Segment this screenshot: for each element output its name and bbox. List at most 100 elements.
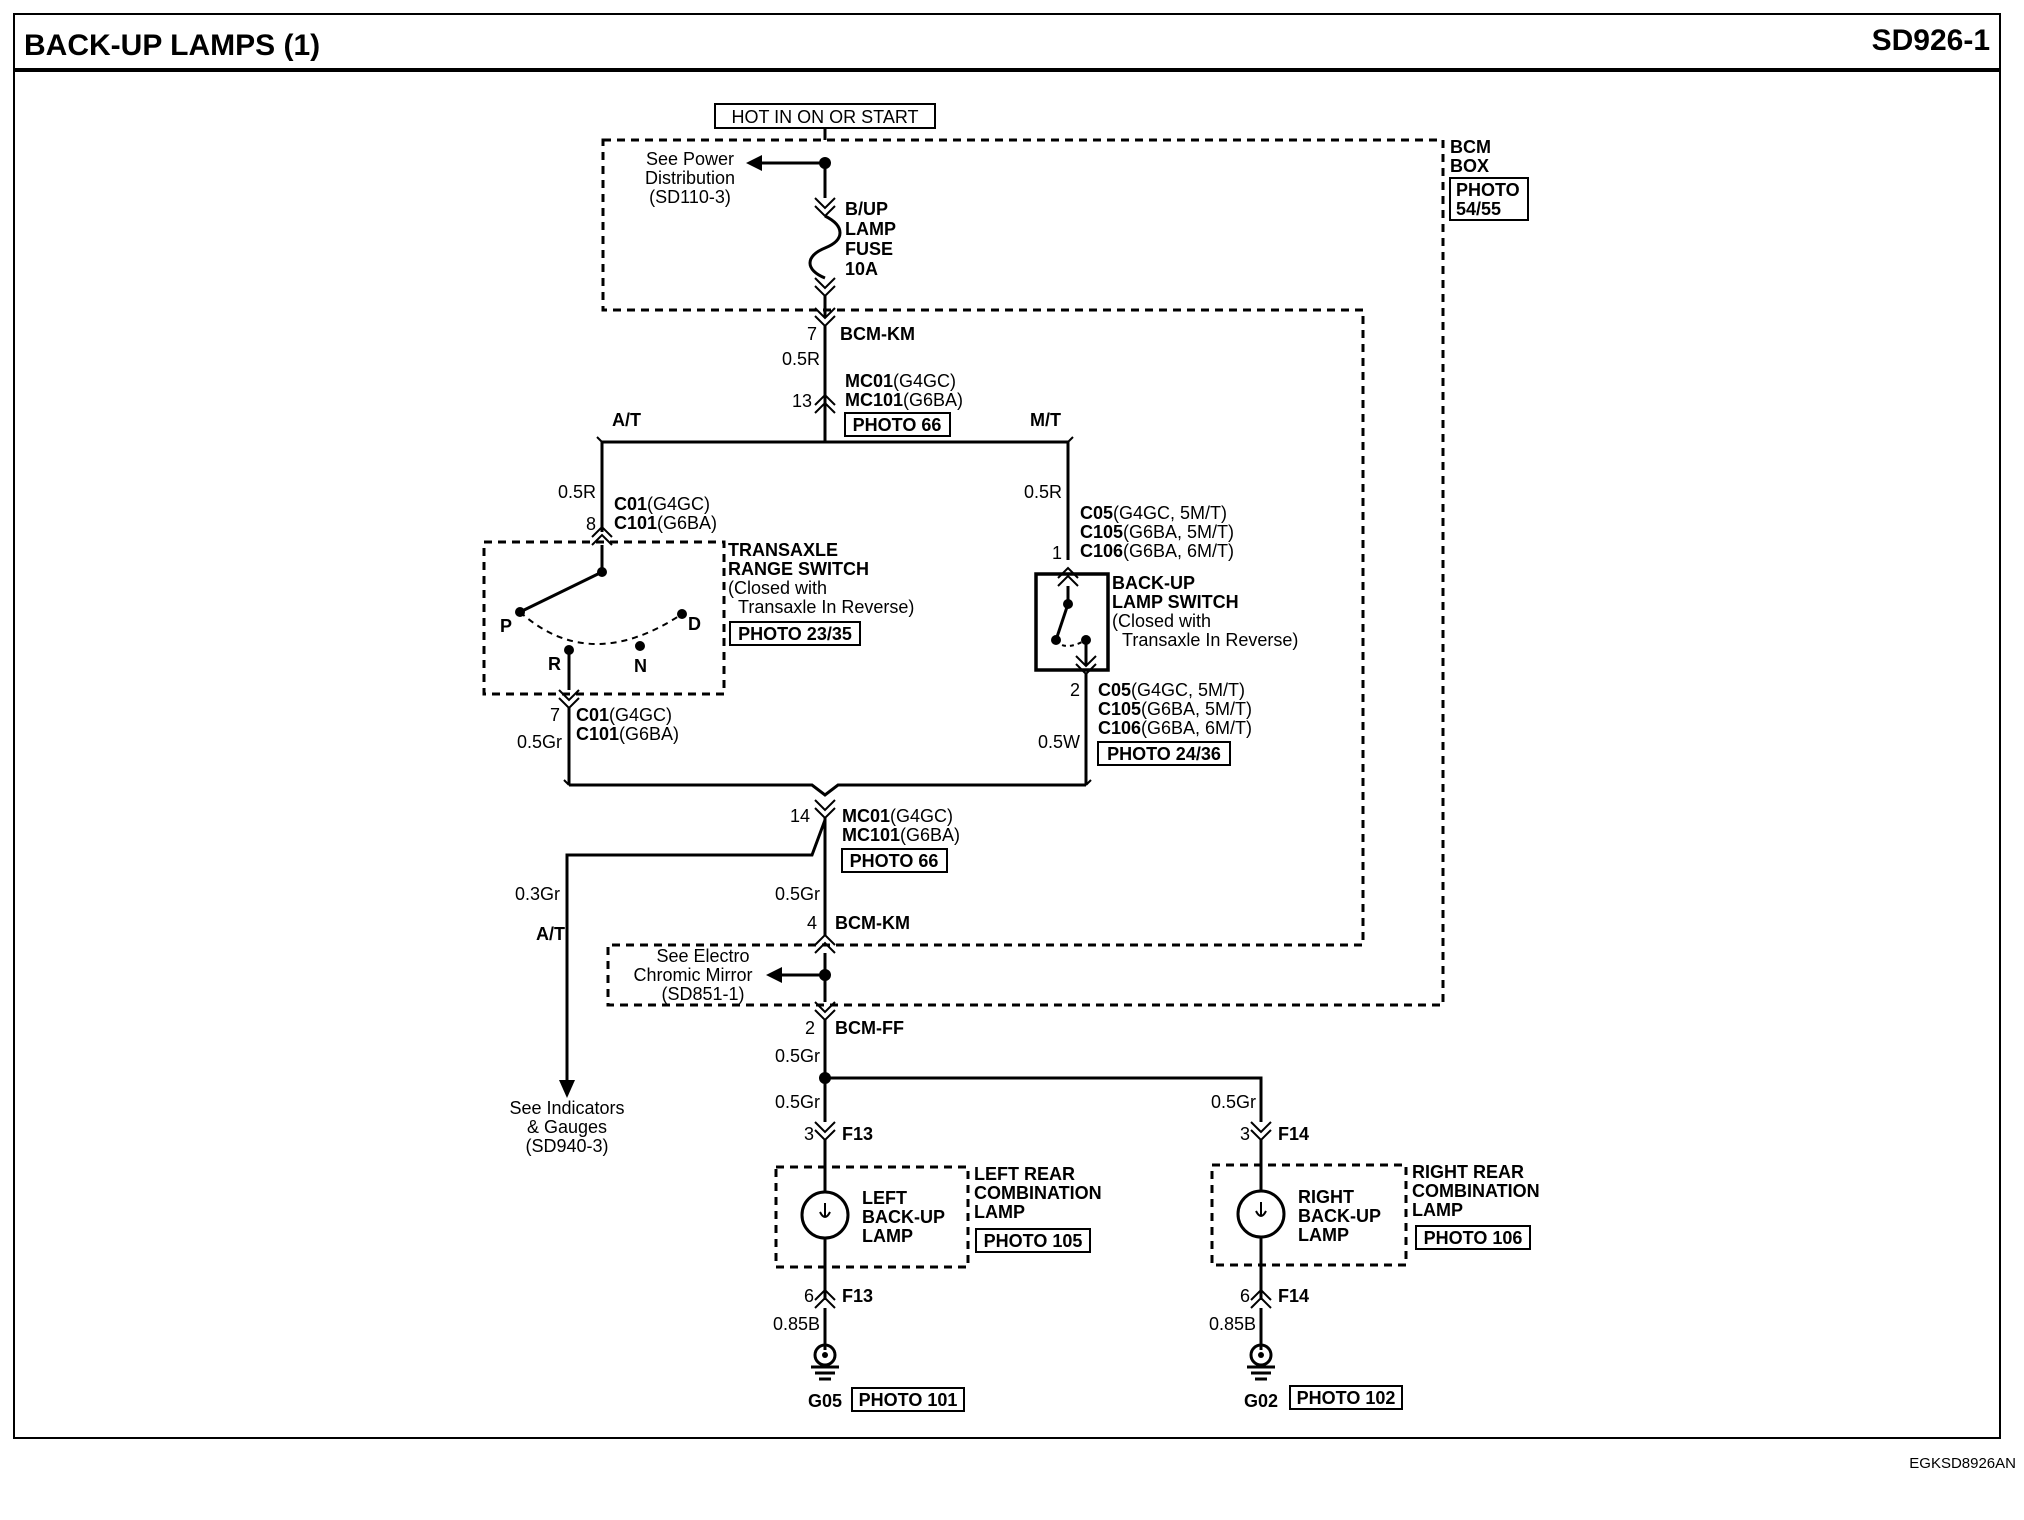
diagram-title: BACK-UP LAMPS (1) [24,29,320,62]
fuse-label-1: B/UP [845,199,888,219]
mt-c2-in-spec: (G6BA, 5M/T) [1123,522,1234,542]
fuse-label-3: FUSE [845,239,893,259]
backup-switch-connector-in [1057,566,1079,587]
mt-c3-in: C106(G6BA, 6M/T) [1080,541,1234,561]
transaxle-switch-name-1: TRANSAXLE [728,540,838,560]
at-c2-in-name: C101 [614,513,657,533]
right-lamp-photo: PHOTO 106 [1424,1228,1523,1248]
left-lamp-connector-in [814,1121,836,1142]
left-lamp-conn-in: F13 [842,1124,873,1144]
bcm-km-bottom-name: BCM-KM [835,913,910,933]
electro-see-1: See Electro [656,946,749,966]
bcm-km-bottom-pin: 4 [807,913,817,933]
see-power-line1: See Power [646,149,734,169]
bcm-box-label-2: BOX [1450,156,1489,176]
left-ground-stud [822,1352,828,1358]
see-power-line3: (SD110-3) [649,187,731,207]
at-c1-in: C01(G4GC) [614,494,710,514]
mt-c2-out-spec: (G6BA, 5M/T) [1141,699,1252,719]
mc01-top-c1-name: MC01 [845,371,893,391]
fuse-icon [808,214,842,280]
mt-c3-out-name: C106 [1098,718,1141,738]
right-lamp-name-1: RIGHT [1298,1187,1354,1207]
mt-c1-in: C05(G4GC, 5M/T) [1080,503,1227,523]
right-ground-photo-box [1289,1385,1403,1410]
mt-c1-in-spec: (G4GC, 5M/T) [1113,503,1227,523]
right-lamp-pin-in: 3 [1240,1124,1250,1144]
right-lamp-pin-out: 6 [1240,1286,1250,1306]
right-ground-icon [1247,1365,1275,1381]
left-lamp-pin-out: 6 [804,1286,814,1306]
at-connector-in [591,525,613,546]
mc01-bottom-c1-spec: (G4GC) [890,806,953,826]
fuse-chevron-bottom [814,277,836,298]
mc01-bottom-c1: MC01(G4GC) [842,806,953,826]
mt-c2-out-name: C105 [1098,699,1141,719]
indicator-see-3: (SD940-3) [525,1136,608,1156]
right-lamp-wire-in-label: 0.5Gr [1211,1092,1256,1112]
bcm-ff-wire: 0.5Gr [775,1046,820,1066]
left-lamp-wire-in-label: 0.5Gr [775,1092,820,1112]
bcm-box-label-1: BCM [1450,137,1491,157]
left-assembly-2: COMBINATION [974,1183,1102,1203]
mc01-bottom-pin: 14 [790,806,810,826]
right-lamp-connector-out [1250,1288,1272,1309]
right-lamp-photo-box [1415,1225,1531,1250]
right-lamp-assembly-box [1210,1163,1408,1267]
left-assembly-3: LAMP [974,1202,1025,1222]
indicator-branch-wire [565,819,827,1082]
backup-switch-note-2: Transaxle In Reverse) [1122,630,1298,650]
mt-c3-out: C106(G6BA, 6M/T) [1098,718,1252,738]
transaxle-photo: PHOTO 23/35 [738,624,852,644]
page-frame [13,13,2001,1439]
at-wire-out-label: 0.5Gr [517,732,562,752]
fuse-label-2: LAMP [845,219,896,239]
mc01-bottom-connector [814,799,836,820]
right-lamp-connector-in [1250,1121,1272,1142]
indicator-wire-label: 0.3Gr [515,884,560,904]
right-ground-stud [1258,1352,1264,1358]
backup-switch-travel [1055,639,1087,647]
footer-code: EGKSD8926AN [1909,1455,2016,1472]
power-dist-arrow [746,155,762,171]
wire-to-right-lamp [825,1076,1263,1122]
bcm-km-bottom-wire: 0.5Gr [775,884,820,904]
transaxle-switch-name-2: RANGE SWITCH [728,559,869,579]
bcm-ff-connector [814,1001,836,1022]
mc01-top-photo: PHOTO 66 [853,415,942,435]
transaxle-arc [519,611,683,645]
mc01-top-c2-name: MC101 [845,390,903,410]
indicator-see-2: & Gauges [527,1117,607,1137]
right-lamp-name-3: LAMP [1298,1225,1349,1245]
mt-c2-in: C105(G6BA, 5M/T) [1080,522,1234,542]
indicator-see-1: See Indicators [509,1098,624,1118]
pos-p-label: P [500,616,512,636]
right-lamp-name-2: BACK-UP [1298,1206,1381,1226]
left-ground-photo-box [851,1387,965,1412]
at-c1-out: C01(G4GC) [576,705,672,725]
right-ground-eyelet [1249,1343,1273,1367]
mt-c3-out-spec: (G6BA, 6M/T) [1141,718,1252,738]
mc01-top-c1: MC01(G4GC) [845,371,956,391]
mc01-top-c2: MC101(G6BA) [845,390,963,410]
mt-photo: PHOTO 24/36 [1107,744,1221,764]
indicator-arrow [559,1080,575,1098]
left-bulb-filament-icon [819,1203,831,1218]
left-lamp-photo: PHOTO 105 [984,1231,1083,1251]
pos-n-label: N [634,656,647,676]
right-bulb-filament-icon [1255,1202,1267,1217]
mc01-bottom-photo: PHOTO 66 [850,851,939,871]
bcm-photo-1: PHOTO [1456,180,1520,200]
mt-photo-box [1097,741,1231,766]
left-lamp-name-2: BACK-UP [862,1207,945,1227]
mt-c2-out: C105(G6BA, 5M/T) [1098,699,1252,719]
pos-n-contact [635,641,645,651]
indicator-at-label: A/T [536,924,565,944]
see-power-line2: Distribution [645,168,735,188]
mc01-bottom-photo-box [841,848,948,873]
left-lamp-photo-box [975,1228,1091,1253]
mc01-bottom-c2-name: MC101 [842,825,900,845]
left-lamp-pin-in: 3 [804,1124,814,1144]
transaxle-switch-note-1: (Closed with [728,578,827,598]
